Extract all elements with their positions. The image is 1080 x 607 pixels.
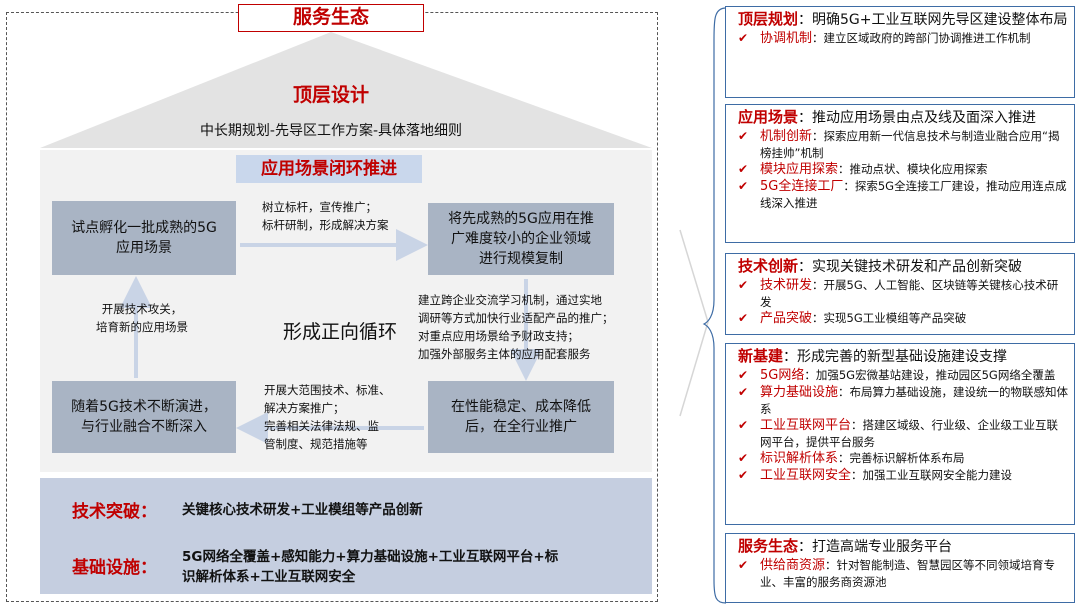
right-desc-0: 明确5G+工业互联网先导区建设整体布局 (812, 12, 1068, 28)
check-icon: ✔ (738, 468, 749, 482)
check-icon: ✔ (738, 418, 749, 432)
infra-text: 5G网络全覆盖+感知能力+算力基础设施+工业互联网平台+标识解析体系+工业互联网… (182, 549, 559, 585)
right-key-4: 服务生态 (738, 537, 799, 555)
list-item: ✔产品突破：实现5G工业模组等产品突破 (738, 311, 967, 326)
right-box-tech: 技术创新：实现关键技术研发和产品创新突破 ✔技术研发：开展5G、人工智能、区块链… (725, 253, 1075, 335)
right-desc-1: 推动应用场景由点及线及面深入推进 (812, 110, 1037, 126)
right-key-0: 顶层规划 (738, 10, 799, 28)
top-title: 服务生态 (238, 4, 424, 32)
right-box-top-planning: 顶层规划：明确5G+工业互联网先导区建设整体布局 ✔协调机制：建立区域政府的跨部… (725, 6, 1075, 98)
roof-title: 顶层设计 (292, 84, 369, 106)
list-item: ✔协调机制：建立区域政府的跨部门协调推进工作机制 (738, 31, 1031, 46)
check-icon: ✔ (738, 162, 749, 176)
check-icon: ✔ (738, 278, 749, 292)
list-item: ✔算力基础设施：布局算力基础设施，建设统一的物联感知体系 (738, 385, 1069, 416)
divider-chevron (679, 7, 727, 604)
check-icon: ✔ (738, 129, 749, 143)
right-desc-3: 形成完善的新型基础设施建设支撑 (797, 349, 1008, 365)
right-desc-2: 实现关键技术研发和产品创新突破 (812, 259, 1023, 275)
box-evolve: 随着5G技术不断演进，与行业融合不断深入 (52, 381, 236, 453)
list-item: ✔模块应用探索：推动点状、模块化应用探索 (738, 162, 988, 177)
check-icon: ✔ (738, 558, 749, 572)
cycle-arrows (120, 229, 542, 444)
check-icon: ✔ (738, 31, 749, 45)
note-promotion: 建立跨企业交流学习机制，通过实地调研等方式加快行业适配产品的推广；对重点应用场景… (418, 293, 614, 361)
list-item: ✔标识解析体系：完善标识解析体系布局 (738, 451, 965, 466)
note-benchmark: 树立标杆，宣传推广；标杆研制，形成解决方案 (262, 200, 389, 232)
tech-label: 技术突破： (72, 502, 157, 522)
list-item: ✔机制创新：探索应用新一代信息技术与制造业融合应用“揭榜挂帅”机制 (738, 129, 1060, 160)
scene-title: 应用场景闭环推进 (236, 155, 422, 183)
list-item: ✔工业互联网平台：搭建区域级、行业级、企业级工业互联网平台，提供平台服务 (738, 418, 1059, 449)
roof-subtitle: 中长期规划-先导区工作方案-具体落地细则 (199, 123, 463, 139)
box-replicate: 将先成熟的5G应用在推广难度较小的企业领域进行规模复制 (428, 203, 614, 275)
note-regulation: 开展大范围技术、标准、解决方案推广；完善相关法律法规、监管制度、规范措施等 (264, 383, 391, 451)
list-item: ✔供给商资源：针对智能制造、智慧园区等不同领域培育专业、丰富的服务商资源池 (738, 558, 1056, 589)
check-icon: ✔ (738, 368, 749, 382)
tech-band (40, 478, 652, 538)
right-key-2: 技术创新 (738, 257, 799, 275)
right-key-3: 新基建 (738, 347, 784, 365)
check-icon: ✔ (738, 385, 749, 399)
check-icon: ✔ (738, 311, 749, 325)
note-research: 开展技术攻关，培育新的应用场景 (96, 302, 188, 334)
right-key-1: 应用场景 (738, 108, 799, 126)
roof-shape (40, 32, 652, 148)
box-promote: 在性能稳定、成本降低后，在全行业推广 (428, 381, 614, 453)
check-icon: ✔ (738, 179, 749, 193)
list-item: ✔工业互联网安全：加强工业互联网安全能力建设 (738, 468, 1013, 483)
right-box-scene: 应用场景：推动应用场景由点及线及面深入推进 ✔机制创新：探索应用新一代信息技术与… (725, 104, 1075, 243)
list-item: ✔5G网络：加强5G宏微基站建设，推动园区5G网络全覆盖 (738, 368, 1056, 383)
infra-band (40, 538, 652, 594)
infra-label: 基础设施： (72, 558, 157, 578)
right-box-infra: 新基建：形成完善的新型基础设施建设支撑 ✔5G网络：加强5G宏微基站建设，推动园… (725, 343, 1075, 525)
cycle-label: 形成正向循环 (282, 321, 397, 343)
right-box-service: 服务生态：打造高端专业服务平台 ✔供给商资源：针对智能制造、智慧园区等不同领域培… (725, 533, 1075, 603)
check-icon: ✔ (738, 451, 749, 465)
list-item: ✔技术研发：开展5G、人工智能、区块链等关键核心技术研发 (738, 278, 1059, 309)
tech-text: 关键核心技术研发+工业模组等产品创新 (182, 502, 423, 518)
right-desc-4: 打造高端专业服务平台 (812, 539, 953, 555)
list-item: ✔5G全连接工厂：探索5G全连接工厂建设，推动应用连点成线深入推进 (738, 179, 1067, 210)
